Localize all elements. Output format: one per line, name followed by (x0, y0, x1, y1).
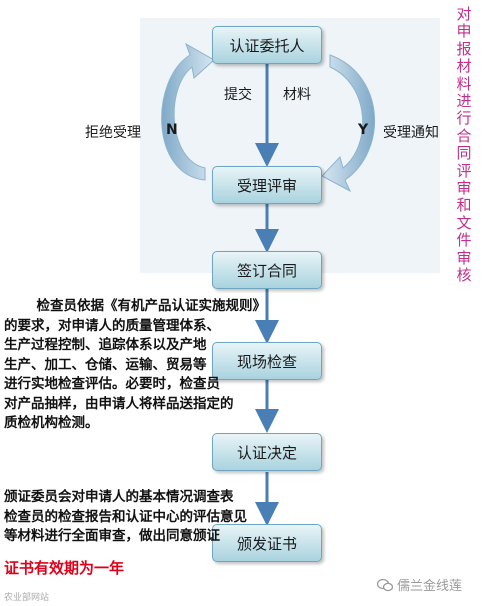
step-label: 签订合同 (236, 261, 297, 280)
materials-label: 材料 (283, 87, 311, 103)
step-inspection: 现场检查 (212, 342, 322, 380)
accept-curve-arrow (321, 54, 375, 193)
reject-label: 拒绝受理 (85, 125, 141, 141)
step-label: 颁发证书 (236, 534, 297, 553)
wechat-icon (377, 578, 393, 591)
watermark: 儒兰金线莲 (377, 575, 462, 594)
step-applicant: 认证委托人 (212, 26, 322, 64)
accept-letter: Y (358, 122, 369, 138)
validity-note: 证书有效期为一年 (4, 559, 125, 577)
step-label: 受理评审 (236, 176, 297, 195)
decision-note: 颁证委员会对申请人的基本情况调查表 检查员的检查报告和认证中心的评估意见 等材料… (4, 489, 247, 544)
reject-letter: N (166, 122, 178, 138)
watermark-text: 儒兰金线莲 (397, 579, 463, 594)
step-issue-cert: 颁发证书 (212, 524, 322, 562)
review-vertical-note: 对申报材料进行合同评审和文件审核 (456, 5, 472, 285)
watermark-left: 农业部网站 (4, 593, 50, 603)
step-decision: 认证决定 (212, 433, 322, 471)
step-label: 认证决定 (236, 443, 297, 462)
inspection-note: 检查员依据《有机产品认证实施规则》 的要求，对申请人的质量管理体系、 生产过程控… (4, 298, 267, 431)
step-label: 认证委托人 (229, 36, 305, 55)
accept-label: 受理通知 (383, 125, 439, 141)
submit-label: 提交 (224, 87, 252, 103)
step-contract: 签订合同 (212, 251, 322, 289)
step-review: 受理评审 (212, 166, 322, 204)
reject-curve-arrow (161, 42, 215, 181)
step-label: 现场检查 (236, 352, 297, 371)
